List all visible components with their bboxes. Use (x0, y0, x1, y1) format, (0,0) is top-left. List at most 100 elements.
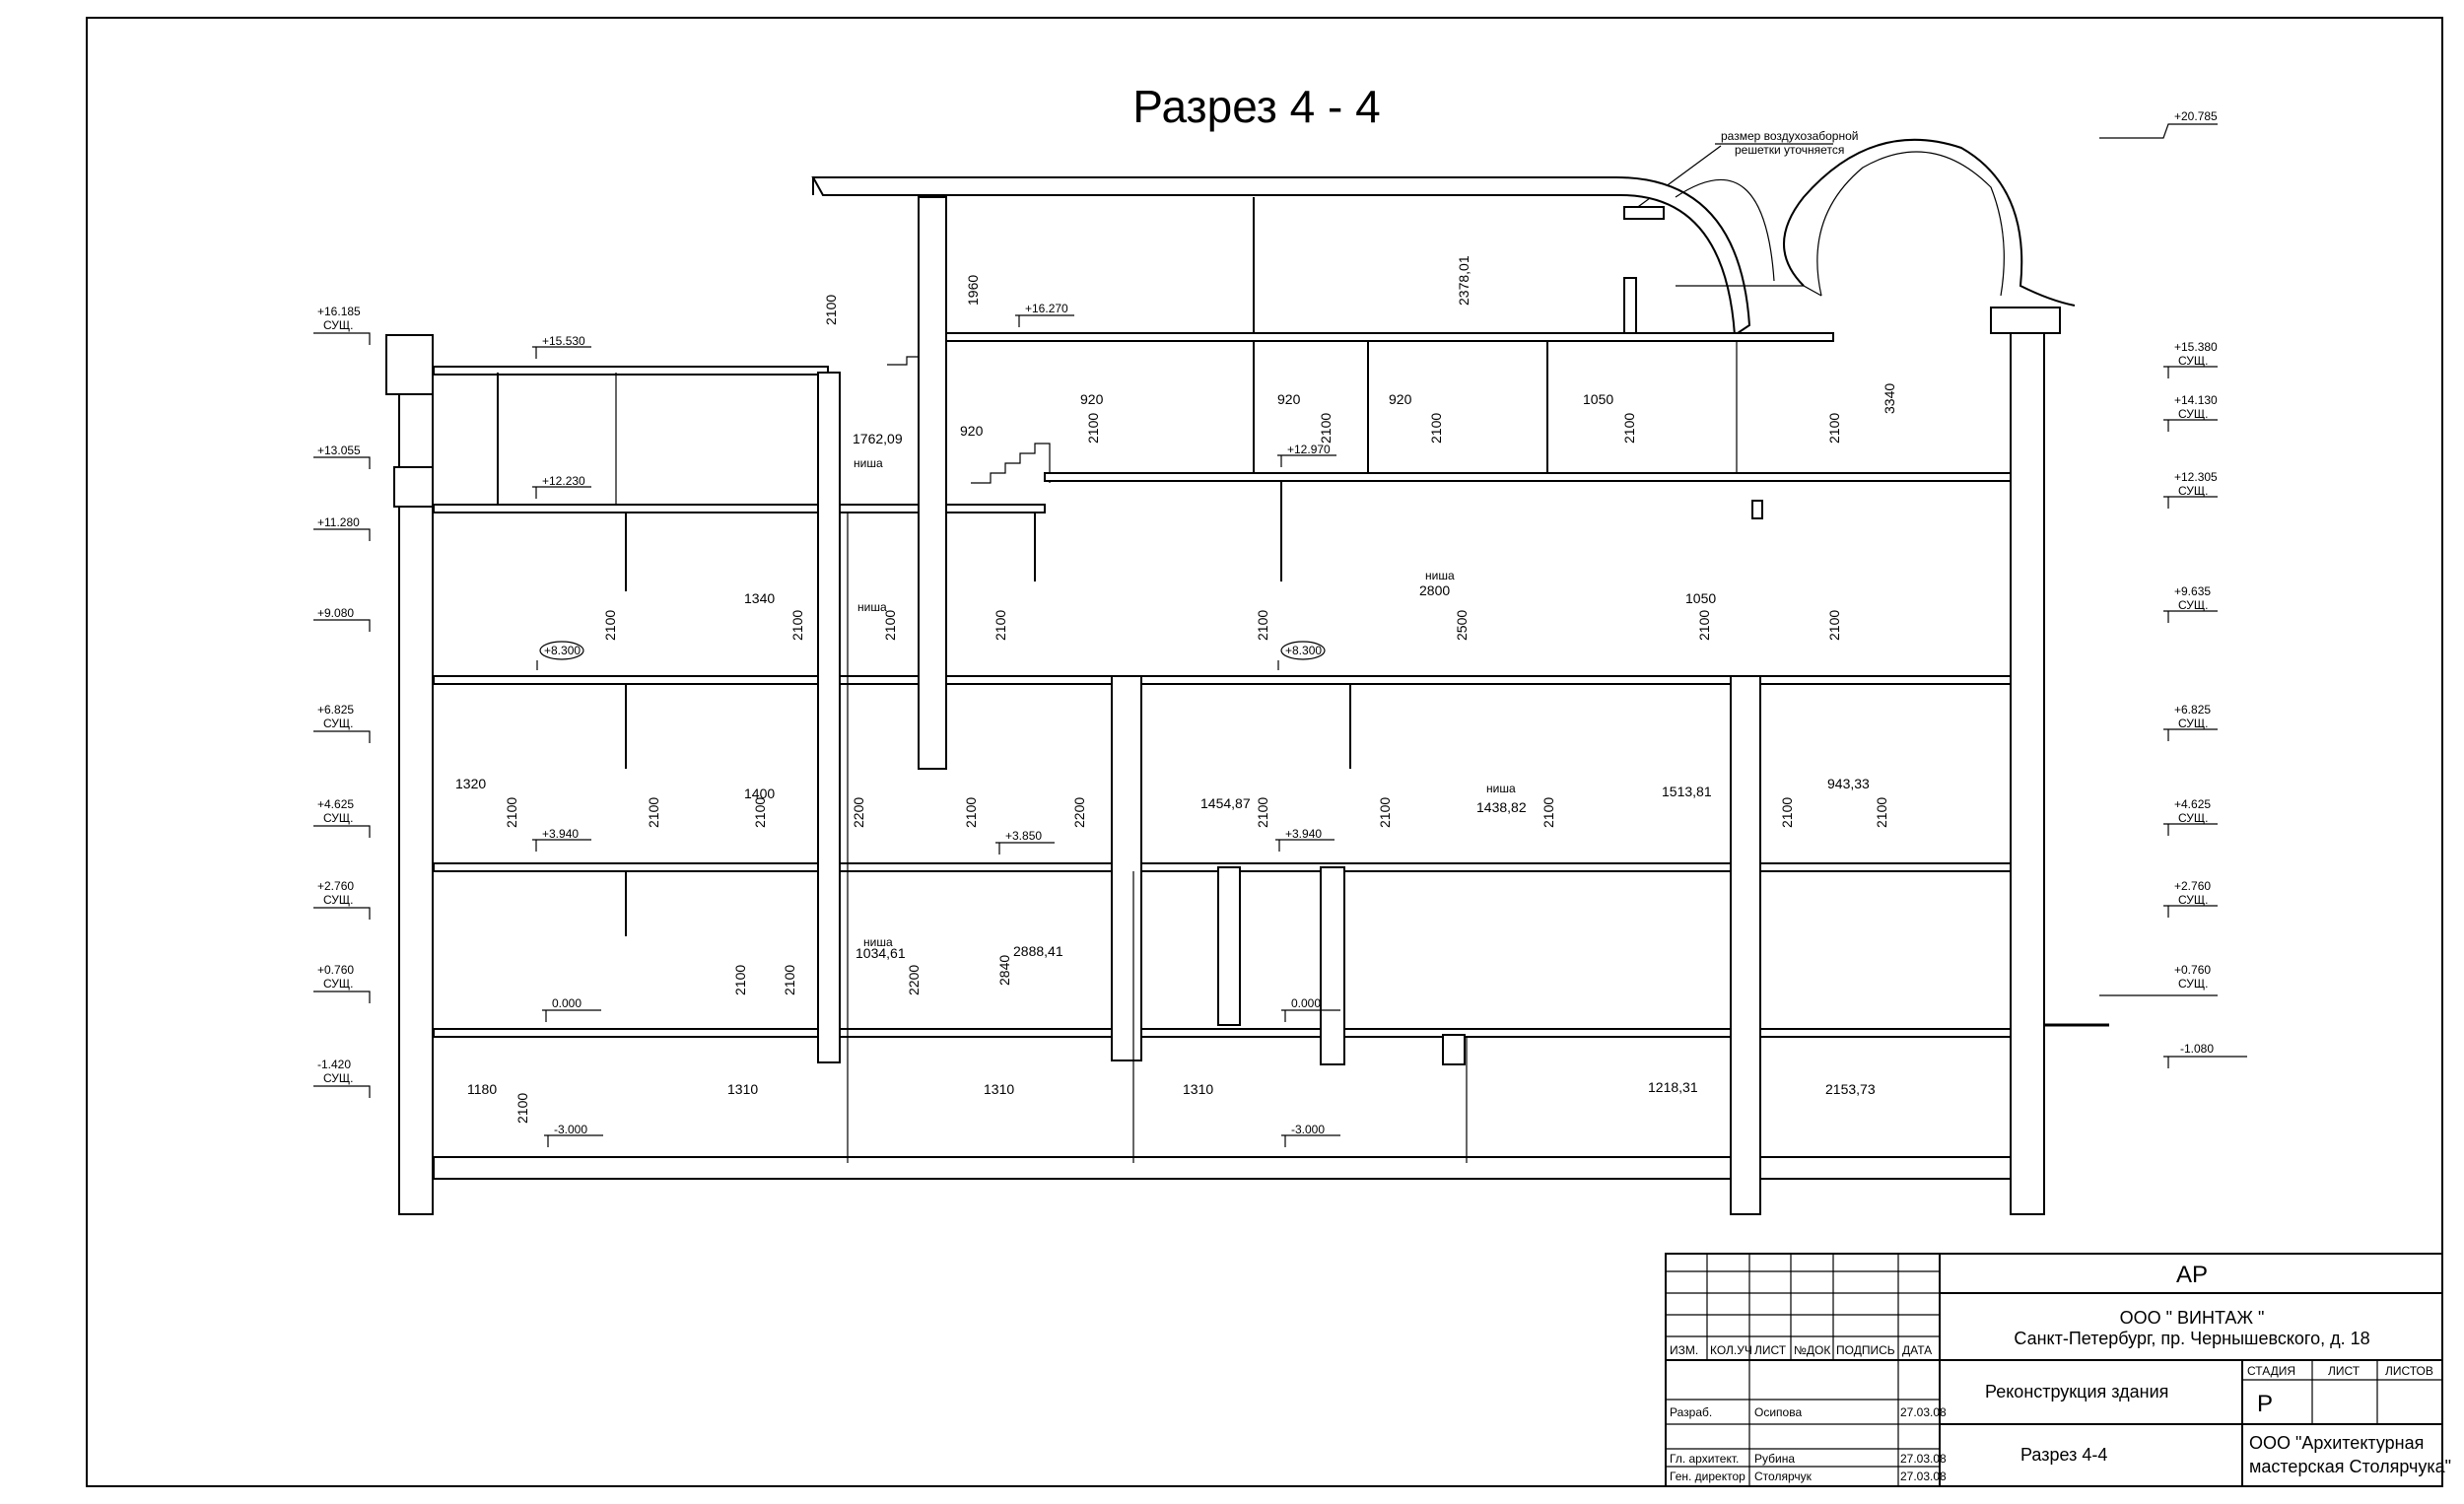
column-1 (817, 372, 841, 1063)
dim: 2100 (789, 610, 805, 641)
left-level-sub: СУЩ. (323, 977, 353, 991)
stamp-stage: Р (2257, 1391, 2273, 1417)
dim: 2100 (602, 610, 618, 641)
dim: 3340 (1882, 383, 1897, 414)
stamp-lists-header: ЛИСТОВ (2385, 1364, 2433, 1378)
dim: 2100 (1826, 413, 1842, 444)
right-level-value: +0.760 (2174, 963, 2211, 977)
stamp-date: 27.03.08 (1900, 1452, 1947, 1466)
stamp-header: ЛИСТ (1754, 1343, 1787, 1357)
right-level-sub: СУЩ. (2178, 977, 2208, 991)
right-cornice (1990, 307, 2061, 334)
note-line-2: решетки уточняется (1735, 143, 1844, 157)
right-level-value: +2.760 (2174, 879, 2211, 893)
inner-level: +3.940 (532, 827, 591, 852)
stamp-org2-line1: ООО "Архитектурная (2249, 1433, 2424, 1453)
roof-curve-inner (1675, 178, 1775, 282)
dim: 1034,61 (856, 945, 906, 961)
right-level-sub: СУЩ. (2178, 354, 2208, 368)
horizontal-dimensions: 1762,09 920 920 920 920 1050 1340 2800 1… (455, 391, 1876, 1097)
dim: 2100 (1826, 610, 1842, 641)
niche-label: ниша (857, 600, 887, 614)
left-level-sub: СУЩ. (323, 1071, 353, 1085)
left-cornice-top (385, 334, 434, 395)
niche-label: ниша (1486, 782, 1516, 795)
right-level-value: -1.080 (2180, 1042, 2214, 1056)
dim: 2378,01 (1456, 255, 1472, 306)
svg-text:+12.970: +12.970 (1287, 443, 1331, 456)
right-level-value: +6.825 (2174, 703, 2211, 717)
dim: 920 (960, 423, 984, 439)
left-cornice-mid (393, 466, 434, 508)
building-section (385, 138, 2109, 1215)
svg-text:+12.230: +12.230 (542, 474, 585, 488)
right-level-sub: СУЩ. (2178, 407, 2208, 421)
stamp-address: Санкт-Петербург, пр. Чернышевского, д. 1… (2014, 1329, 2369, 1348)
stamp-name: Рубина (1754, 1452, 1795, 1466)
svg-text:0.000: 0.000 (1291, 996, 1321, 1010)
svg-text:+16.270: +16.270 (1025, 302, 1068, 315)
dim: 2100 (1255, 610, 1270, 641)
right-level-value: +9.635 (2174, 584, 2211, 598)
drawing-title: Разрез 4 - 4 (1132, 81, 1380, 132)
stamp-project: Реконструкция здания (1985, 1382, 2168, 1401)
stamp-list-header: ЛИСТ (2328, 1364, 2361, 1378)
column-2 (918, 196, 947, 770)
stamp-date: 27.03.08 (1900, 1405, 1947, 1419)
dim: 1438,82 (1476, 799, 1527, 815)
dim: 1218,31 (1648, 1079, 1698, 1095)
inner-level: -3.000 (544, 1123, 603, 1147)
mid-stair (971, 443, 1051, 484)
note-leader (1630, 145, 1722, 213)
inner-level: +12.970 (1277, 443, 1336, 467)
right-level-sub: СУЩ. (2178, 484, 2208, 498)
niche-labels: ниша ниша ниша ниша ниша (854, 456, 1516, 949)
dim: 2500 (1454, 610, 1470, 641)
right-level: +20.785 (2099, 109, 2218, 139)
note-line-1: размер воздухозаборной (1721, 129, 1858, 143)
dim: 2153,73 (1825, 1081, 1876, 1097)
left-level: +11.280 (313, 515, 371, 541)
dim: 2100 (504, 797, 519, 828)
left-level-value: +6.825 (317, 703, 354, 717)
left-level-sub: СУЩ. (323, 717, 353, 730)
slab-15530 (433, 366, 829, 376)
inner-level: 0.000 (542, 996, 601, 1022)
dim: 2100 (1085, 413, 1101, 444)
slab-16270 (945, 332, 1834, 342)
inner-level: 0.000 (1281, 996, 1340, 1022)
dim: 2100 (1874, 797, 1889, 828)
dim: 920 (1277, 391, 1301, 407)
slab-0000 (433, 1028, 2021, 1038)
dome-outer (1783, 138, 2076, 307)
right-outer-wall (2010, 314, 2045, 1215)
right-level-value: +4.625 (2174, 797, 2211, 811)
dim: 1310 (984, 1081, 1014, 1097)
svg-text:+3.940: +3.940 (1285, 827, 1322, 841)
stamp-header: ДАТА (1902, 1343, 1932, 1357)
title-block: ИЗМ. КОЛ.УЧ ЛИСТ №ДОК ПОДПИСЬ ДАТА Разра… (1665, 1253, 2451, 1487)
svg-text:0.000: 0.000 (552, 996, 582, 1010)
right-level-sub: СУЩ. (2178, 811, 2208, 825)
inner-level: +16.270 (1015, 302, 1074, 327)
dim: 2888,41 (1013, 943, 1063, 959)
right-level-sub: СУЩ. (2178, 598, 2208, 612)
dim: 2100 (752, 797, 768, 828)
left-level-sub: СУЩ. (323, 318, 353, 332)
dim: 943,33 (1827, 776, 1870, 791)
right-level-sub: СУЩ. (2178, 893, 2208, 907)
dim: 2200 (851, 797, 866, 828)
dim: 2100 (646, 797, 661, 828)
dim: 2100 (992, 610, 1008, 641)
stamp-stage-header: СТАДИЯ (2247, 1364, 2295, 1378)
dim: 1310 (727, 1081, 758, 1097)
